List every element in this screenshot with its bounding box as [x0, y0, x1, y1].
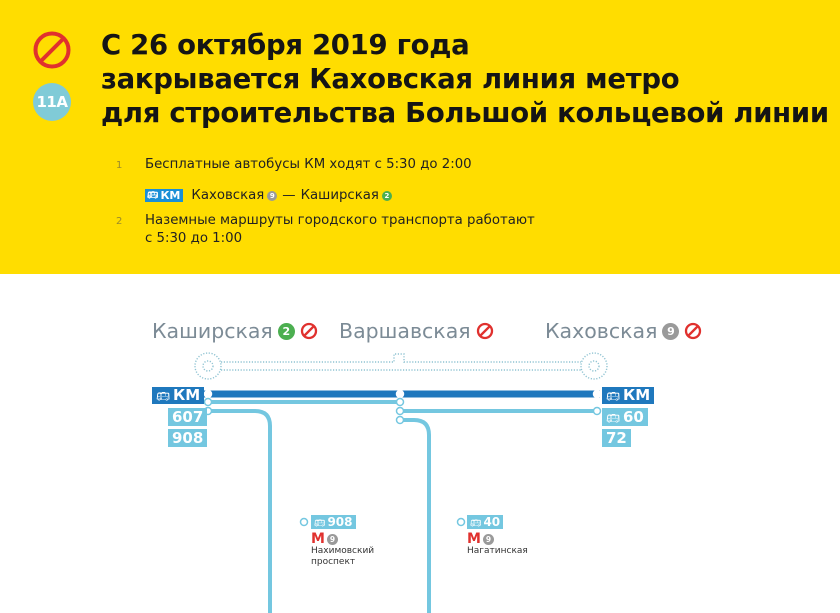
stop-nagatinskaya: М 9 Нагатинская — [467, 532, 528, 557]
notes-list: 1 Бесплатные автобусы КМ ходят с 5:30 до… — [114, 156, 714, 248]
note-item-2: 2 Наземные маршруты городского транспорт… — [114, 212, 714, 248]
station-kakhovskaya: Каховская 9 — [545, 319, 702, 343]
bus-icon: 🚌︎ — [606, 390, 620, 403]
route-tag-607: 607 — [168, 408, 208, 426]
route-from: Каховская — [191, 188, 265, 203]
route-label: 60 — [622, 408, 644, 426]
route-tag-km-right: 🚌︎КМ — [602, 386, 655, 404]
route-tag-72: 72 — [602, 429, 631, 447]
line-9-badge: 9 — [482, 533, 494, 545]
stop-nakhimovsky: М 9 Нахимовский проспект — [311, 532, 374, 568]
metro-logo-icon: М — [311, 531, 325, 547]
route-908-branch — [208, 409, 272, 613]
line-2-badge: 2 — [277, 322, 295, 340]
bus-icon: 🚌︎ — [314, 519, 326, 529]
note-number: 1 — [116, 160, 123, 171]
station-name: Каширская — [152, 319, 273, 343]
station-name: Каховская — [545, 319, 658, 343]
stop-tag-908: 🚌︎908 — [311, 515, 356, 529]
route-tag-km-left: 🚌︎КМ — [152, 386, 205, 404]
route-label: 40 — [483, 515, 501, 529]
stop-name-line-2: проспект — [311, 557, 356, 567]
stop-name-line-1: Нагатинская — [467, 546, 528, 556]
route-label: КМ — [172, 386, 201, 404]
route-label: КМ — [622, 386, 651, 404]
line-9-badge: 9 — [326, 533, 338, 545]
metro-logo-icon: М — [467, 531, 481, 547]
note-text-line-2: с 5:30 до 1:00 — [145, 231, 243, 246]
headline-line-1: С 26 октября 2019 года — [101, 29, 470, 61]
note-text-line-1: Наземные маршруты городского транспорта … — [145, 213, 535, 228]
closed-icon — [300, 322, 317, 340]
km-tag-label: КМ — [160, 189, 181, 202]
route-40-branch — [400, 418, 431, 613]
announcement-banner: 11А С 26 октября 2019 года закрывается К… — [0, 0, 840, 274]
closed-icon — [685, 322, 702, 340]
route-lines — [194, 352, 608, 613]
closed-tunnel — [194, 352, 608, 380]
line-11a-badge: 11А — [33, 83, 71, 121]
bus-icon: 🚌︎ — [156, 390, 170, 403]
headline: С 26 октября 2019 года закрывается Кахов… — [101, 28, 829, 130]
stop-tag-40: 🚌︎40 — [467, 515, 504, 529]
note-item-1: 1 Бесплатные автобусы КМ ходят с 5:30 до… — [114, 156, 714, 182]
route-tag-908: 908 — [168, 429, 208, 447]
bus-icon: 🚌︎ — [606, 412, 620, 425]
route-label: 908 — [327, 515, 353, 529]
route-dash: — — [282, 188, 296, 203]
line-9-badge: 9 — [662, 322, 680, 340]
headline-line-2: закрывается Каховская линия метро — [101, 63, 680, 95]
route-to: Каширская — [300, 188, 379, 203]
stop-name-line-1: Нахимовский — [311, 546, 375, 556]
note-number: 2 — [116, 216, 123, 227]
headline-line-3: для строительства Большой кольцевой лини… — [101, 97, 829, 129]
bus-icon: 🚌︎ — [470, 519, 482, 529]
note-text: Бесплатные автобусы КМ ходят с 5:30 до 2… — [145, 157, 472, 172]
bus-icon: 🚌︎ — [147, 190, 159, 201]
km-route-line: 🚌︎ КМ Каховская 9 — Каширская 2 — [114, 182, 714, 209]
route-diagram: Каширская 2 Варшавская Каховская 9 — [0, 274, 840, 613]
station-varshavskaya: Варшавская — [339, 319, 494, 343]
station-name: Варшавская — [339, 319, 471, 343]
station-kashirskaya: Каширская 2 — [152, 319, 318, 343]
closed-icon — [476, 322, 493, 340]
line-2-badge: 2 — [381, 190, 392, 201]
route-tag-60: 🚌︎60 — [602, 408, 648, 426]
line-9-badge: 9 — [267, 190, 278, 201]
no-entry-icon — [33, 31, 71, 69]
km-bus-tag: 🚌︎ КМ — [145, 189, 184, 202]
